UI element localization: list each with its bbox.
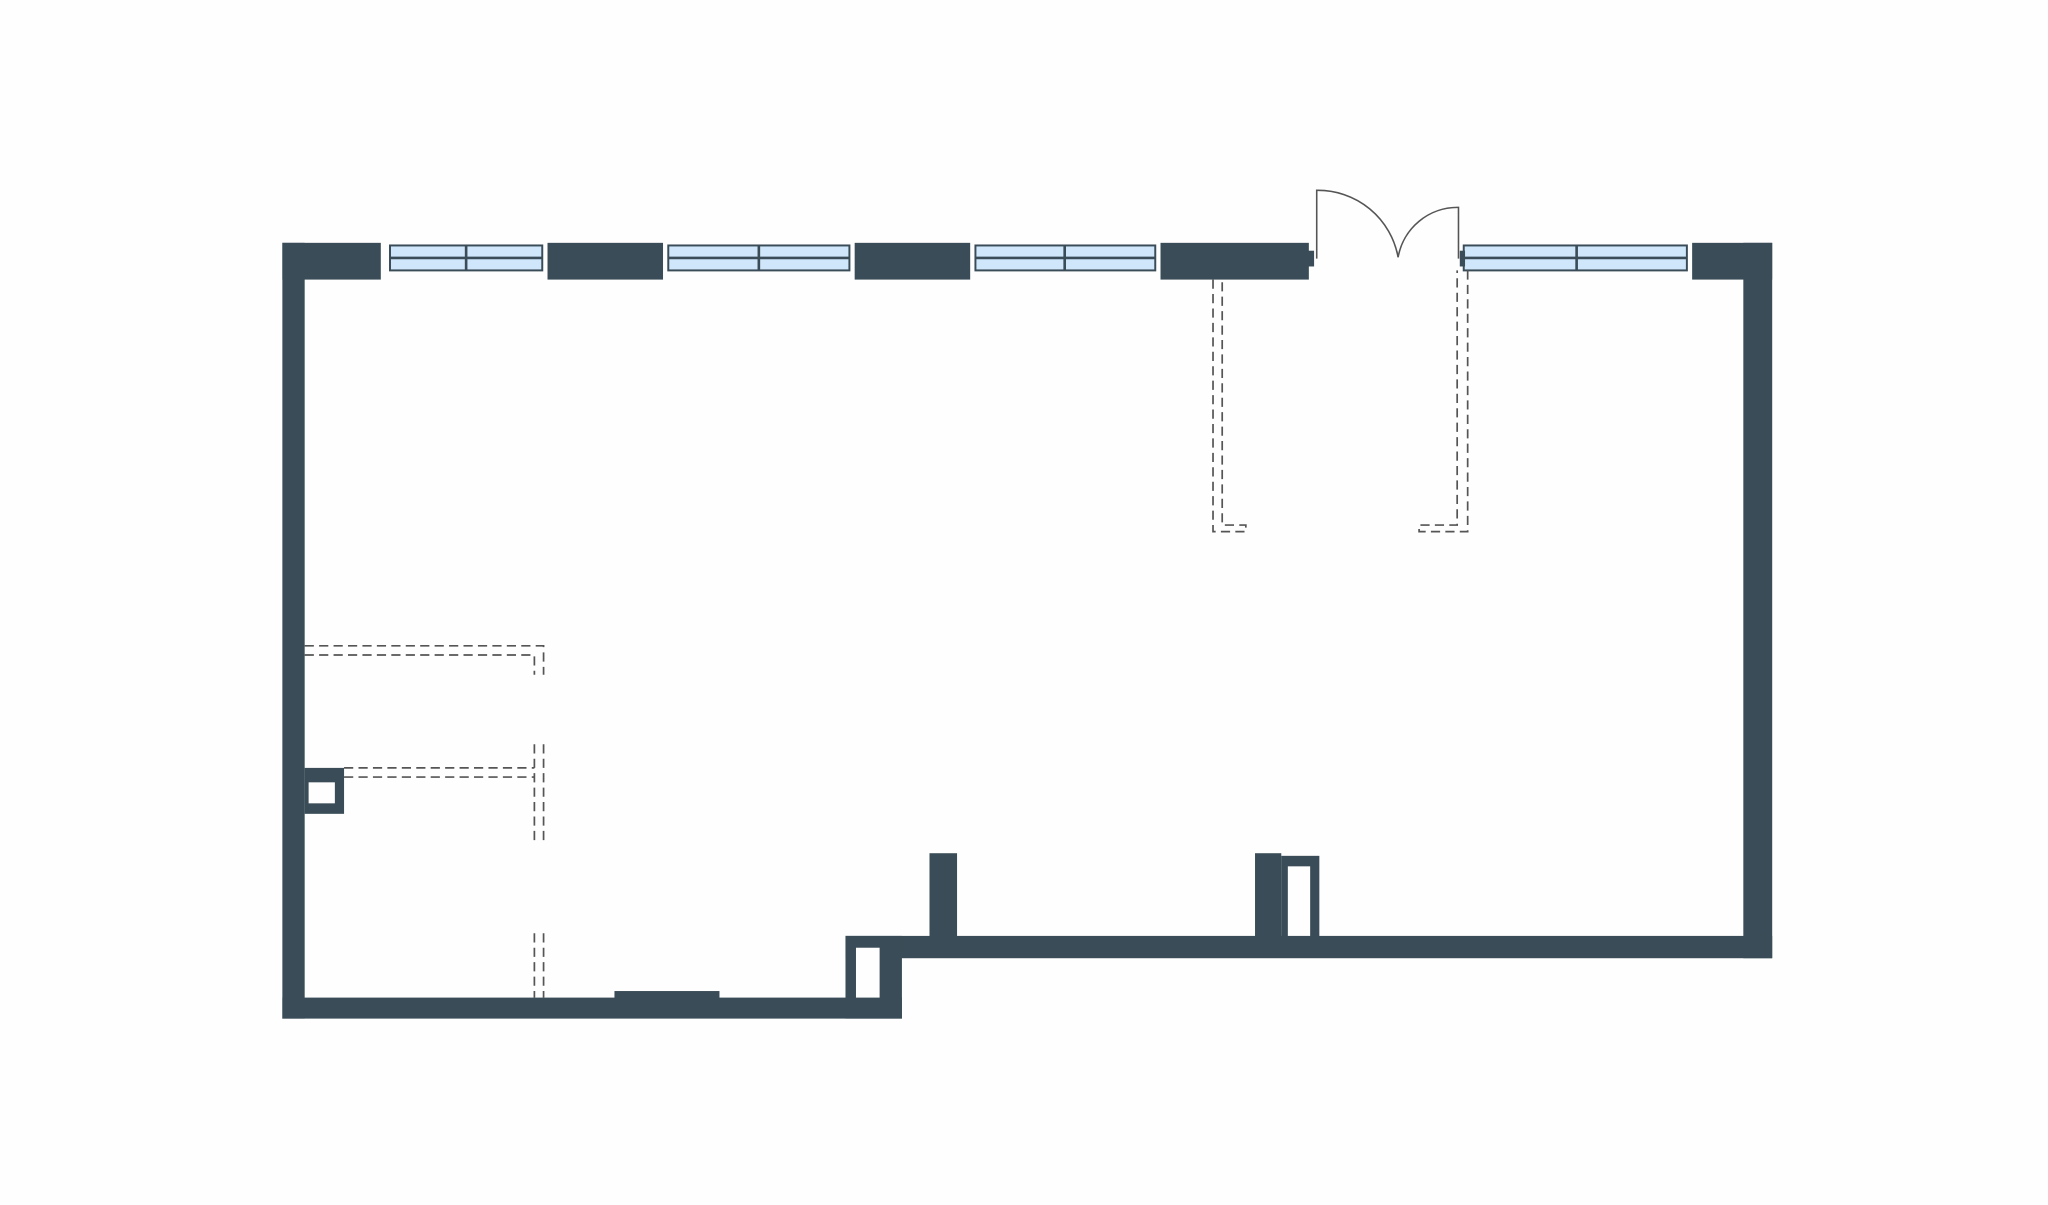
windows bbox=[389, 244, 1688, 272]
dashed-partitions bbox=[304, 270, 1469, 998]
outer-walls bbox=[282, 242, 1773, 1019]
double-door bbox=[1307, 189, 1466, 267]
columns bbox=[304, 767, 1320, 939]
